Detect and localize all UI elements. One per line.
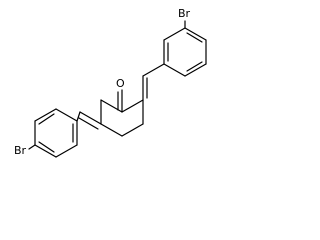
bond: [55, 144, 78, 158]
bond: [76, 111, 81, 122]
left-aryl-ring: [34, 108, 78, 158]
aromatic-inner-bond: [38, 113, 55, 125]
aromatic-inner-bond: [38, 141, 55, 153]
molecule-diagram: Br O Br: [14, 7, 207, 158]
bond: [100, 123, 123, 137]
top-aryl-ring: [163, 27, 207, 77]
bond: [163, 63, 186, 77]
atom-br-left: Br: [14, 144, 27, 157]
bond: [121, 99, 144, 113]
bond: [34, 144, 57, 158]
double-bond: [78, 117, 99, 130]
bond-to-bromine: [28, 144, 36, 150]
bond: [100, 99, 123, 113]
bond: [55, 108, 78, 122]
atom-br-top: Br: [178, 7, 191, 20]
double-bond: [79, 111, 102, 125]
bond: [34, 108, 57, 122]
cyclohexanone-ring: [100, 99, 144, 137]
aromatic-inner-bond: [186, 32, 203, 43]
bond: [142, 63, 165, 77]
atom-oxygen: O: [116, 77, 125, 90]
bond: [121, 123, 144, 137]
bond: [184, 63, 207, 77]
bond: [184, 27, 207, 41]
aromatic-inner-bond: [186, 61, 203, 72]
structure-canvas: Br O Br: [14, 7, 207, 158]
bond: [163, 27, 186, 41]
